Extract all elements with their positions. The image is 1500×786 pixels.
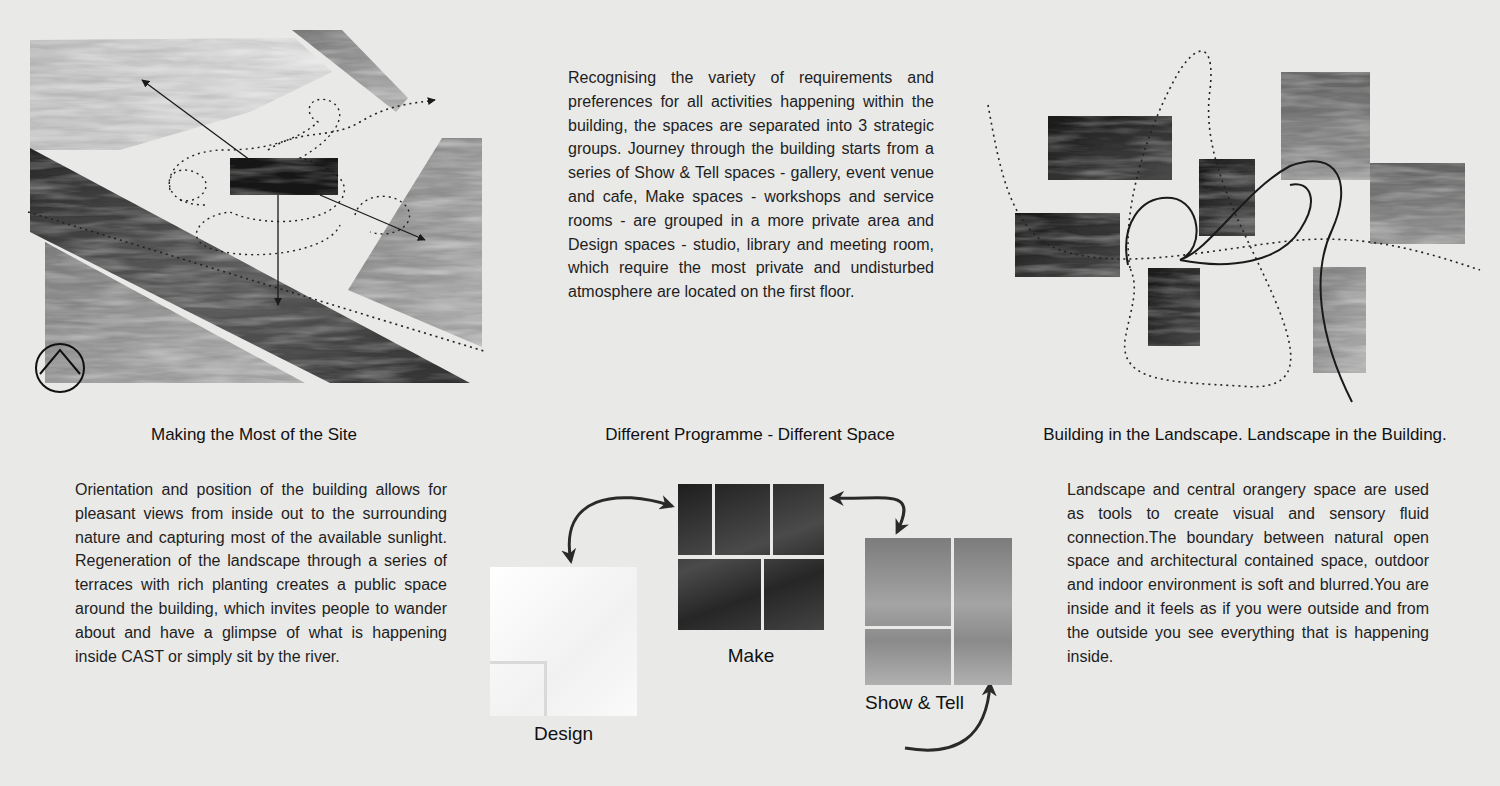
drawing-polygon — [30, 38, 332, 150]
programme-block: Show & Tell — [865, 538, 1012, 715]
partition-line — [678, 555, 824, 559]
flow-arrow — [569, 498, 672, 561]
section-heading: Different Programme - Different Space — [525, 424, 975, 446]
partition-line — [951, 538, 954, 685]
partition-line — [770, 484, 773, 555]
section-heading: Making the Most of the Site — [28, 424, 480, 446]
drawing-path — [40, 350, 80, 374]
drawing-path — [1180, 184, 1311, 264]
description-text: Landscape and central orangery space are… — [1067, 478, 1429, 668]
drawing-path — [169, 99, 344, 254]
description-text: Orientation and position of the building… — [75, 478, 447, 668]
drawing-rect — [1370, 163, 1465, 244]
programme-block: Design — [490, 567, 637, 746]
drawing-polygon — [292, 30, 408, 112]
drawing-line — [142, 80, 250, 160]
block-shape — [678, 484, 824, 630]
section-heading: Building in the Landscape. Landscape in … — [998, 424, 1492, 446]
drawing-rect — [230, 158, 338, 195]
flow-arrow — [832, 498, 904, 532]
partition-line — [544, 661, 547, 716]
drawing-circle — [36, 344, 84, 392]
drawing-path — [355, 196, 410, 234]
drawing-path — [988, 105, 1480, 270]
drawing-line — [277, 195, 278, 305]
drawing-rect — [1148, 268, 1200, 346]
description-text: Recognising the variety of requirements … — [568, 66, 934, 304]
programme-block: Make — [678, 484, 824, 668]
block-shape — [490, 567, 637, 716]
partition-line — [865, 626, 951, 629]
drawing-path — [169, 170, 206, 201]
landscape-drawing — [988, 51, 1480, 402]
block-label: Show & Tell — [865, 691, 1012, 715]
partition-line — [490, 661, 545, 664]
site-drawing — [28, 30, 487, 392]
drawing-path — [268, 100, 435, 150]
drawing-path — [1126, 161, 1352, 402]
drawing-rect — [1199, 159, 1255, 236]
partition-line — [712, 484, 715, 555]
partition-line — [761, 559, 764, 630]
drawing-rect — [1015, 213, 1120, 277]
drawing-path — [28, 212, 487, 352]
block-label: Make — [678, 644, 824, 668]
block-shape — [865, 538, 1012, 685]
block-label: Design — [490, 722, 637, 746]
drawing-line — [320, 195, 425, 240]
drawing-path — [1125, 51, 1291, 387]
